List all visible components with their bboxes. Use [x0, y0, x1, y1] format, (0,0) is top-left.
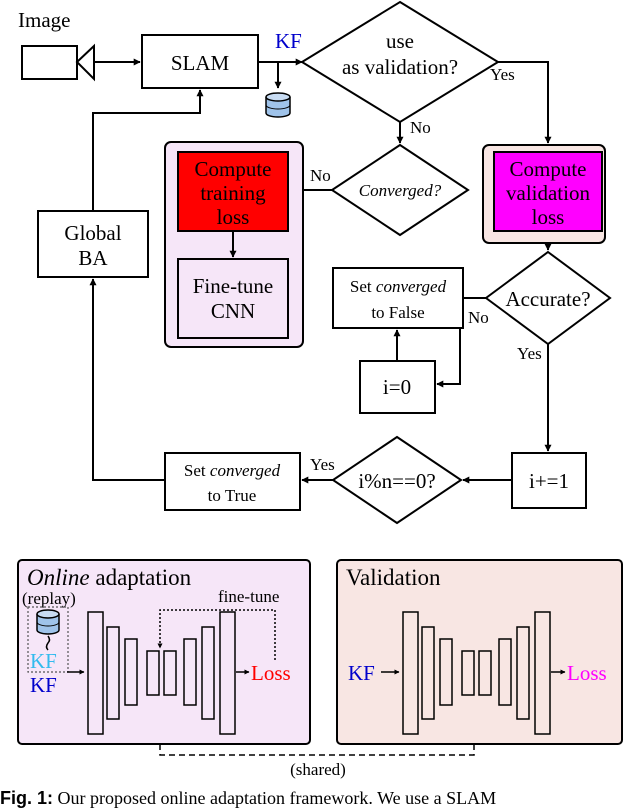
database-icon	[265, 92, 291, 118]
online-panel-title: Online adaptation	[27, 565, 192, 590]
online-layer	[146, 650, 160, 696]
i-inc-box	[511, 452, 587, 509]
online-layer	[106, 626, 120, 720]
yes-accurate-label: Yes	[517, 344, 542, 363]
mod-label: i%n==0?	[358, 469, 435, 493]
converged-diamond	[330, 143, 470, 237]
figure-caption: Fig. 1: Our proposed online adaptation f…	[0, 788, 640, 809]
compute-training-line3: loss	[217, 205, 250, 229]
kf-top-label: KF	[275, 29, 302, 53]
validation-cnn-network	[402, 611, 551, 735]
i-zero-label: i=0	[383, 375, 411, 399]
set-true-line2: to True	[208, 486, 257, 505]
finetune-line2: CNN	[211, 299, 255, 323]
online-layer	[163, 650, 177, 696]
kf-online-label: KF	[30, 673, 57, 697]
set-false-line2: to False	[371, 303, 424, 322]
image-label: Image	[18, 8, 70, 32]
converged-label: Converged?	[359, 181, 442, 200]
no-top-label: No	[410, 118, 431, 137]
replay-database-icon	[36, 609, 60, 635]
accurate-no-arrow	[436, 297, 486, 388]
online-cnn-network	[87, 611, 236, 735]
global-ba-line1: Global	[64, 221, 121, 245]
slam-label: SLAM	[171, 51, 230, 75]
caption-label: Fig. 1:	[0, 788, 53, 808]
replay-dotted-box	[27, 606, 69, 673]
shared-label: (shared)	[290, 760, 346, 779]
validation-layer	[498, 638, 512, 706]
accurate-label: Accurate?	[505, 287, 590, 311]
validation-layer	[534, 611, 551, 735]
online-layer	[183, 638, 197, 706]
camera-icon	[21, 43, 95, 82]
validation-layer	[461, 650, 475, 696]
caption-text: Our proposed online adaptation framework…	[53, 788, 497, 808]
set-true-box	[164, 452, 301, 511]
compute-validation-line2: validation	[506, 181, 590, 205]
compute-training-line1: Compute	[195, 157, 272, 181]
online-loss-label: Loss	[251, 661, 291, 685]
kf-replay-label: KF	[30, 649, 57, 673]
compute-validation-loss-box	[493, 151, 603, 232]
online-layer	[201, 626, 215, 720]
kf-validation-label: KF	[348, 661, 375, 685]
replay-label: (replay)	[22, 589, 76, 608]
yes-top-label: Yes	[490, 65, 515, 84]
no-accurate-label: No	[468, 308, 489, 327]
finetune-line1: Fine-tune	[193, 274, 273, 298]
set-false-line1: Set converged	[350, 277, 447, 296]
shared-bracket	[159, 744, 475, 756]
compute-validation-line3: loss	[532, 205, 565, 229]
finetune-label: fine-tune	[218, 587, 279, 606]
finetune-dotted-arrow	[157, 609, 276, 660]
compute-validation-line1: Compute	[510, 157, 587, 181]
validation-panel-title: Validation	[346, 565, 441, 590]
set-false-box	[332, 267, 464, 329]
compute-training-line2: training	[200, 181, 266, 205]
validation-layer	[478, 650, 492, 696]
mod-diamond	[331, 435, 463, 525]
online-layer	[124, 638, 138, 706]
set-true-line1: Set converged	[184, 461, 281, 480]
finetune-cnn-box	[177, 258, 289, 339]
no-converged-label: No	[310, 166, 331, 185]
i-inc-label: i+=1	[529, 469, 569, 493]
online-layer	[219, 611, 236, 735]
validation-layer	[421, 626, 435, 720]
validation-layer	[516, 626, 530, 720]
online-layer	[87, 611, 104, 735]
use-validation-line2: as validation?	[342, 55, 458, 79]
replay-squiggle	[45, 635, 51, 651]
use-validation-line1: use	[386, 29, 414, 53]
validation-loss-label: Loss	[567, 661, 607, 685]
globalba-to-slam-arrow	[92, 89, 204, 211]
settrue-to-globalba-arrow	[89, 278, 165, 481]
yes-to-validation-arrow	[498, 61, 552, 144]
global-ba-line2: BA	[78, 246, 108, 270]
yes-mod-label: Yes	[310, 455, 335, 474]
validation-layer	[439, 638, 453, 706]
validation-layer	[402, 611, 419, 735]
